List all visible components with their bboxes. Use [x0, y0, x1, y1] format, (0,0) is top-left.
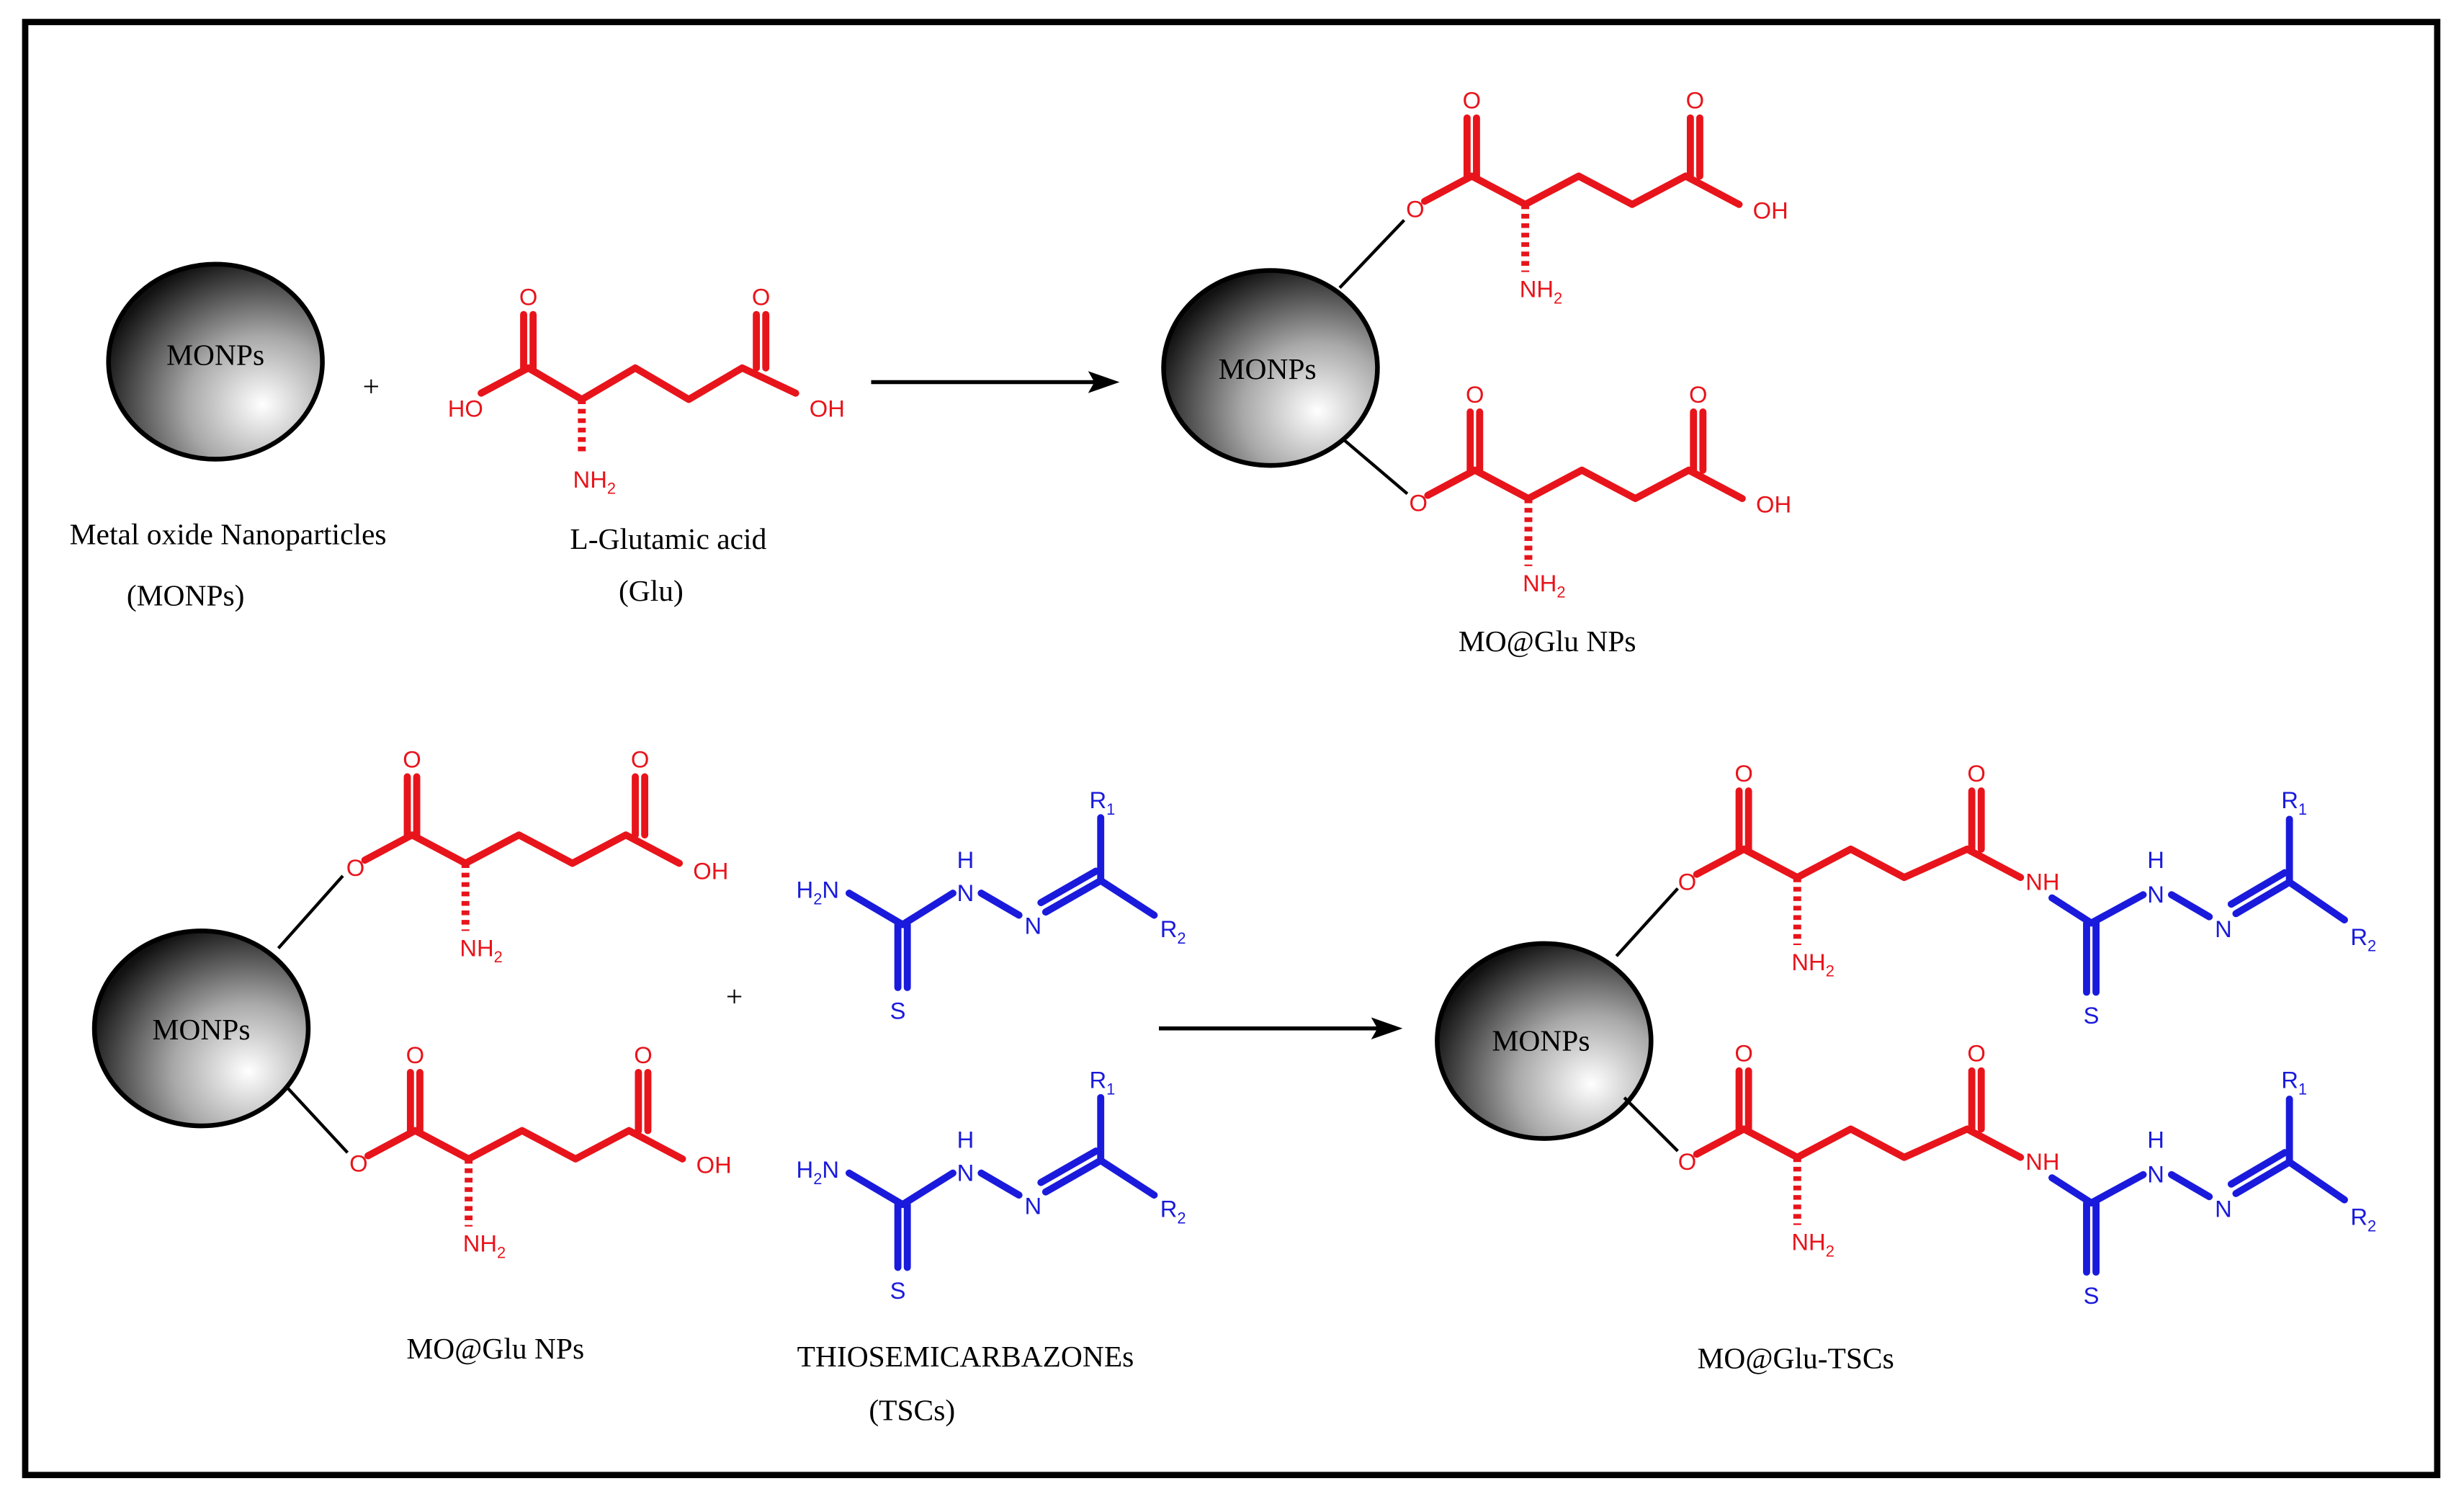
svg-text:NH: NH [2025, 869, 2059, 895]
svg-text:R2: R2 [1160, 916, 1186, 947]
svg-text:NH2: NH2 [1791, 949, 1834, 980]
svg-text:N: N [957, 879, 975, 906]
svg-text:R2: R2 [2350, 1204, 2376, 1235]
svg-text:R1: R1 [2281, 787, 2307, 818]
monps-caption: (MONPs) [127, 578, 245, 612]
plus-sign-top: + [363, 370, 380, 403]
svg-text:NH2: NH2 [463, 1230, 506, 1262]
reaction-arrow-top [871, 371, 1120, 393]
tsc-caption: THIOSEMICARBAZONEs [797, 1340, 1134, 1373]
svg-text:O: O [1406, 195, 1424, 222]
svg-text:O: O [631, 746, 649, 772]
svg-text:N: N [1025, 913, 1042, 939]
svg-text:R2: R2 [1160, 1196, 1186, 1227]
svg-text:S: S [2084, 1282, 2100, 1309]
svg-text:NH2: NH2 [573, 466, 616, 498]
svg-text:O: O [1689, 381, 1707, 408]
svg-text:O: O [1734, 760, 1752, 787]
svg-text:N: N [2215, 916, 2232, 942]
svg-text:H2N: H2N [797, 1156, 839, 1188]
reaction-arrow-bottom [1158, 1017, 1403, 1040]
mo-glu-product: MONPs O O O OH NH2 O O O OH NH2 [1164, 87, 1791, 601]
svg-text:N: N [2215, 1196, 2232, 1222]
svg-text:O: O [349, 1150, 367, 1176]
tscs-caption: (TSCs) [869, 1393, 955, 1427]
svg-text:O: O [1734, 1040, 1752, 1067]
svg-text:NH: NH [2025, 1148, 2059, 1175]
svg-text:OH: OH [696, 1152, 732, 1178]
svg-text:OH: OH [810, 395, 845, 422]
svg-text:H: H [957, 846, 975, 873]
svg-text:HO: HO [448, 395, 483, 422]
svg-text:H: H [2147, 846, 2164, 873]
svg-text:O: O [1466, 381, 1484, 408]
svg-text:S: S [890, 998, 906, 1024]
mo-glu-caption-bottom: MO@Glu NPs [406, 1332, 584, 1365]
svg-text:OH: OH [1756, 491, 1791, 518]
svg-text:N: N [1025, 1192, 1042, 1219]
svg-text:O: O [1678, 869, 1696, 895]
svg-text:O: O [752, 284, 770, 310]
svg-text:O: O [1967, 760, 1985, 787]
svg-text:OH: OH [1753, 197, 1788, 223]
glu-caption: (Glu) [619, 574, 684, 608]
thiosemicarbazone-structure-2: H2N H N N S R1 R2 [797, 1067, 1186, 1304]
svg-text:N: N [2147, 881, 2164, 908]
svg-text:O: O [403, 746, 421, 772]
svg-text:NH2: NH2 [460, 934, 502, 966]
svg-text:H: H [2147, 1127, 2164, 1153]
mo-glu-tscs-caption: MO@Glu-TSCs [1698, 1341, 1894, 1374]
svg-text:O: O [406, 1042, 424, 1068]
svg-text:O: O [1686, 87, 1704, 114]
svg-text:OH: OH [693, 857, 728, 884]
svg-text:O: O [1967, 1040, 1985, 1067]
plus-sign-bottom: + [726, 980, 743, 1013]
svg-text:O: O [634, 1042, 652, 1068]
monps-sphere-reactant: MONPs [109, 264, 323, 460]
monps-label: MONPs [1219, 352, 1317, 385]
mo-glu-tscs-product: MONPs O O O NH NH2 H N N S R1 R2 [1437, 760, 2376, 1309]
svg-text:NH2: NH2 [1520, 276, 1562, 308]
svg-text:R1: R1 [2281, 1067, 2307, 1098]
svg-text:O: O [1463, 87, 1481, 114]
svg-text:N: N [957, 1159, 975, 1186]
svg-text:S: S [890, 1277, 906, 1304]
glutamic-acid-caption: L-Glutamic acid [570, 522, 766, 555]
svg-text:R1: R1 [1090, 1067, 1116, 1098]
frame-border [22, 19, 2441, 1479]
svg-text:O: O [346, 854, 364, 881]
svg-text:R2: R2 [2350, 923, 2376, 955]
svg-text:O: O [519, 284, 537, 310]
thiosemicarbazone-structure-1: H2N H N N S R1 R2 [797, 787, 1186, 1024]
mo-glu-reactant: MONPs O O O OH NH2 O O O OH NH2 [94, 746, 732, 1261]
svg-text:N: N [2147, 1161, 2164, 1188]
svg-text:O: O [1409, 489, 1427, 516]
svg-text:S: S [2084, 1002, 2100, 1029]
svg-text:NH2: NH2 [1523, 570, 1565, 601]
monps-label: MONPs [153, 1013, 251, 1046]
mo-glu-caption-top: MO@Glu NPs [1459, 625, 1636, 658]
svg-text:R1: R1 [1090, 787, 1116, 818]
metal-oxide-caption: Metal oxide Nanoparticles [70, 517, 387, 550]
svg-text:NH2: NH2 [1791, 1229, 1834, 1261]
svg-text:O: O [1678, 1148, 1696, 1175]
svg-text:H2N: H2N [797, 877, 839, 908]
monps-label: MONPs [1492, 1024, 1590, 1057]
svg-text:H: H [957, 1127, 975, 1153]
glutamic-acid-structure: O O HO OH NH2 [448, 284, 845, 498]
monps-label: MONPs [166, 338, 264, 371]
